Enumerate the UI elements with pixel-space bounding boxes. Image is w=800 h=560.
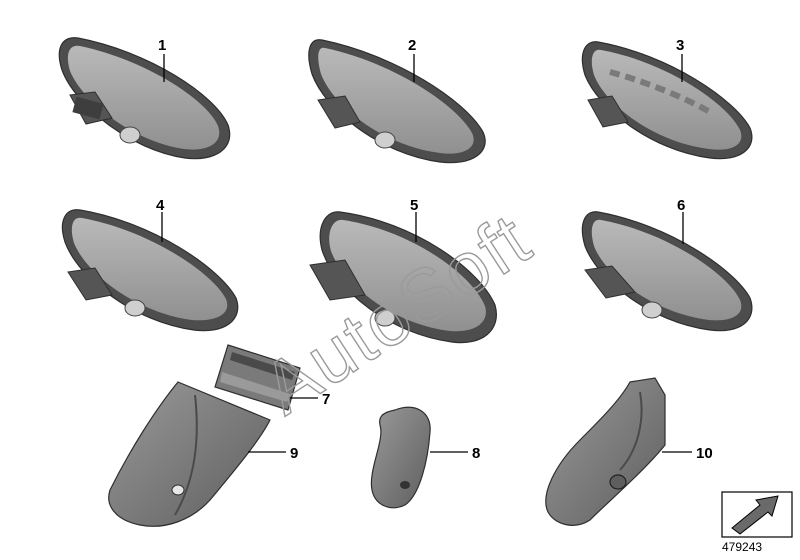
mirror-cover-sensor (545, 377, 666, 526)
rear-view-mirror-1 (58, 37, 231, 160)
callouts: 1 2 3 4 5 6 7 8 9 10 (156, 37, 713, 462)
callout-4: 4 (156, 197, 165, 214)
rear-view-mirror-5 (309, 211, 497, 344)
mirror-base-cover (370, 406, 431, 509)
rear-view-mirror-2 (308, 39, 486, 164)
callout-1: 1 (158, 37, 166, 54)
callout-2: 2 (408, 37, 416, 54)
orientation-arrow-icon (721, 491, 793, 538)
callout-10: 10 (696, 445, 713, 462)
rear-view-mirror-3 (581, 41, 753, 160)
rear-view-mirror-4 (61, 209, 239, 332)
mounting-bracket (214, 344, 301, 411)
callout-5: 5 (410, 197, 418, 214)
callout-6: 6 (677, 197, 685, 214)
callout-3: 3 (676, 37, 684, 54)
mirror-cover-long (108, 381, 271, 527)
callout-8: 8 (472, 445, 480, 462)
callout-9: 9 (290, 445, 298, 462)
part-number: 479243 (722, 540, 763, 554)
rear-view-mirror-6 (581, 211, 753, 332)
callout-7: 7 (322, 391, 330, 408)
